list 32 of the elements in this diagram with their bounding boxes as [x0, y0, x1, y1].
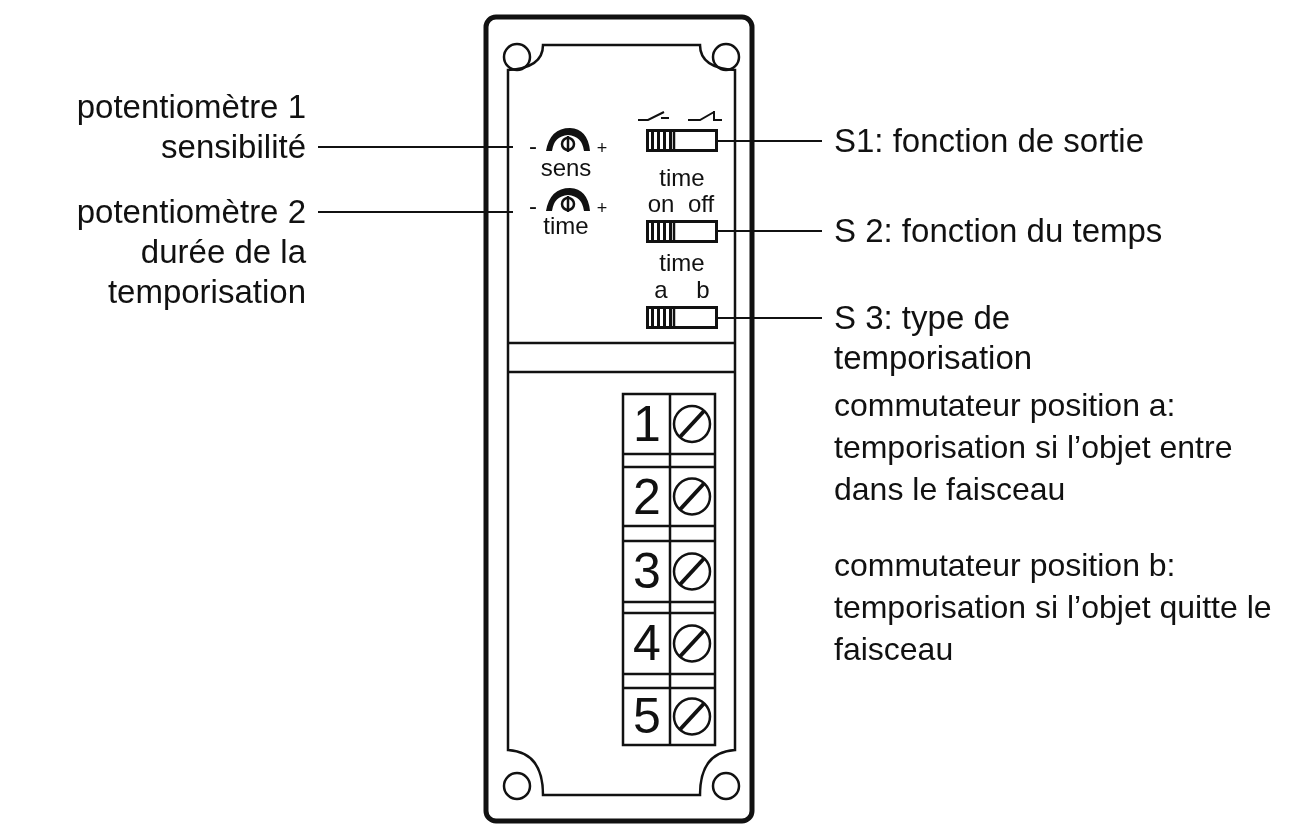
slide-switch	[646, 306, 718, 329]
slide-switch	[646, 129, 718, 152]
callout-text: S 3: type de temporisation	[822, 298, 1102, 378]
panel-label: a	[654, 278, 668, 302]
panel-label: -	[529, 134, 537, 158]
panel-label: time	[659, 166, 705, 190]
terminal-number: 5	[633, 691, 661, 741]
callout-text: S1: fonction de sortie	[822, 121, 1282, 161]
leader-line	[717, 140, 823, 142]
panel-label: time	[659, 251, 705, 275]
panel-label: time	[543, 214, 589, 238]
slide-switch	[646, 220, 718, 243]
panel-label: b	[696, 278, 710, 302]
callout-text: potentiomètre 2 durée de la temporisation	[0, 192, 318, 312]
panel-label: off	[687, 192, 715, 216]
leader-line	[717, 317, 823, 319]
panel-label: -	[529, 194, 537, 218]
panel-label: on	[647, 192, 675, 216]
note-text: commutateur position b: temporisation si l’objet quitte le faisceau	[834, 546, 1273, 669]
panel-label: sens	[540, 156, 592, 180]
terminal-number: 4	[633, 618, 661, 668]
terminal-number: 1	[633, 399, 661, 449]
terminal-number: 2	[633, 472, 661, 522]
panel-label: +	[596, 199, 608, 217]
note-text: commutateur position a: temporisation si l’objet entre dans le faisceau	[834, 386, 1234, 509]
callout-text: potentiomètre 1 sensibilité	[0, 87, 318, 167]
panel-label: +	[596, 139, 608, 157]
leader-line	[317, 211, 514, 213]
leader-line	[317, 146, 514, 148]
terminal-number: 3	[633, 546, 661, 596]
callout-text: S 2: fonction du temps	[822, 211, 1282, 251]
leader-line	[717, 230, 823, 232]
